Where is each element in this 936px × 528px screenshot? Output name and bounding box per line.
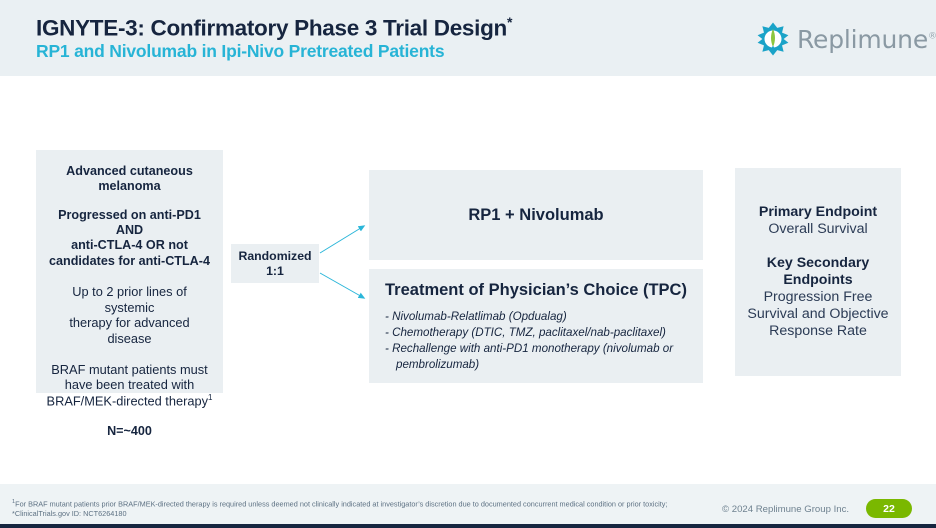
enrollment-count: N=~400 bbox=[107, 423, 152, 438]
spacer bbox=[46, 409, 213, 424]
eligibility-line-7: therapy for advanced disease bbox=[69, 315, 190, 346]
secondary-endpoints-value-line-1: Progression Free bbox=[763, 288, 873, 305]
spacer bbox=[46, 195, 213, 208]
footer-band bbox=[0, 484, 936, 524]
eligibility-line-8: BRAF mutant patients must bbox=[51, 361, 208, 377]
page-title-text: IGNYTE-3: Confirmatory Phase 3 Trial Des… bbox=[36, 15, 507, 41]
footnote-ref-1: 1 bbox=[208, 392, 213, 402]
spacer bbox=[46, 347, 213, 362]
replimune-compass-icon bbox=[756, 22, 790, 56]
treatment-arm-2-title: Treatment of Physician’s Choice (TPC) bbox=[385, 281, 687, 299]
page-title: IGNYTE-3: Confirmatory Phase 3 Trial Des… bbox=[36, 14, 512, 42]
spacer bbox=[46, 269, 213, 284]
treatment-arm-2-item-3-continued: pembrolizumab) bbox=[396, 357, 480, 371]
eligibility-line-1: Advanced cutaneous bbox=[66, 164, 193, 178]
replimune-logo: Replimune® bbox=[756, 20, 936, 58]
treatment-arm-1-box: RP1 + Nivolumab bbox=[369, 170, 703, 260]
eligibility-line-3: Progressed on anti-PD1 AND bbox=[58, 207, 201, 238]
treatment-arm-2-item-1: - Nivolumab-Relatlimab (Opdualag) bbox=[385, 310, 567, 323]
randomization-line-1: Randomized bbox=[238, 248, 312, 263]
footnote-line-2: condition or prior toxicity; *ClinicalTr… bbox=[12, 499, 668, 519]
treatment-arm-1-label: RP1 + Nivolumab bbox=[468, 205, 604, 224]
registered-mark: ® bbox=[928, 31, 936, 42]
replimune-wordmark-text: Replimune bbox=[797, 24, 929, 54]
secondary-endpoints-value-line-3: Response Rate bbox=[769, 322, 867, 339]
eligibility-line-9: have been treated with bbox=[64, 377, 195, 393]
footnote-marker: 1 bbox=[12, 499, 16, 505]
eligibility-line-10-text: BRAF/MEK-directed therapy bbox=[46, 393, 208, 409]
secondary-endpoints-heading-line-1: Key Secondary bbox=[766, 255, 870, 272]
eligibility-line-6: Up to 2 prior lines of systemic bbox=[72, 284, 187, 315]
eligibility-line-5: candidates for anti-CTLA-4 bbox=[49, 253, 210, 268]
endpoints-box: Primary Endpoint Overall Survival Key Se… bbox=[735, 168, 901, 376]
page-title-superscript: * bbox=[506, 14, 513, 30]
primary-endpoint-value: Overall Survival bbox=[768, 221, 868, 238]
primary-endpoint-heading: Primary Endpoint bbox=[758, 204, 878, 221]
eligibility-line-4: anti-CTLA-4 OR not bbox=[71, 238, 188, 253]
eligibility-line-2: melanoma bbox=[98, 179, 161, 194]
footnote: 1For BRAF mutant patients prior BRAF/MEK… bbox=[12, 499, 672, 519]
secondary-endpoints-value-line-2: Survival and Objective bbox=[747, 305, 889, 322]
randomization-line-2: 1:1 bbox=[266, 263, 284, 278]
eligibility-box: Advanced cutaneous melanoma Progressed o… bbox=[36, 150, 223, 438]
footer-rule bbox=[0, 524, 936, 528]
treatment-arm-2-box: Treatment of Physician’s Choice (TPC) - … bbox=[369, 269, 703, 383]
treatment-arm-2-item-2: - Chemotherapy (DTIC, TMZ, paclitaxel/na… bbox=[385, 325, 666, 339]
secondary-endpoints-heading-line-2: Endpoints bbox=[783, 271, 853, 288]
page-subtitle: RP1 and Nivolumab in Ipi-Nivo Pretreated… bbox=[36, 41, 445, 61]
page-number-badge: 22 bbox=[866, 499, 912, 518]
treatment-arm-2-item-3: - Rechallenge with anti-PD1 monotherapy … bbox=[383, 341, 689, 373]
replimune-wordmark: Replimune® bbox=[797, 25, 936, 54]
randomization-box: Randomized 1:1 bbox=[231, 244, 319, 283]
copyright-text: © 2024 Replimune Group Inc. bbox=[722, 504, 850, 515]
treatment-arm-2-item-3-text: - Rechallenge with anti-PD1 monotherapy … bbox=[385, 341, 674, 355]
randomization-label: Randomized 1:1 bbox=[238, 249, 311, 279]
eligibility-line-10: BRAF/MEK-directed therapy1 bbox=[46, 393, 213, 409]
footnote-line-1: For BRAF mutant patients prior BRAF/MEK-… bbox=[15, 499, 585, 509]
